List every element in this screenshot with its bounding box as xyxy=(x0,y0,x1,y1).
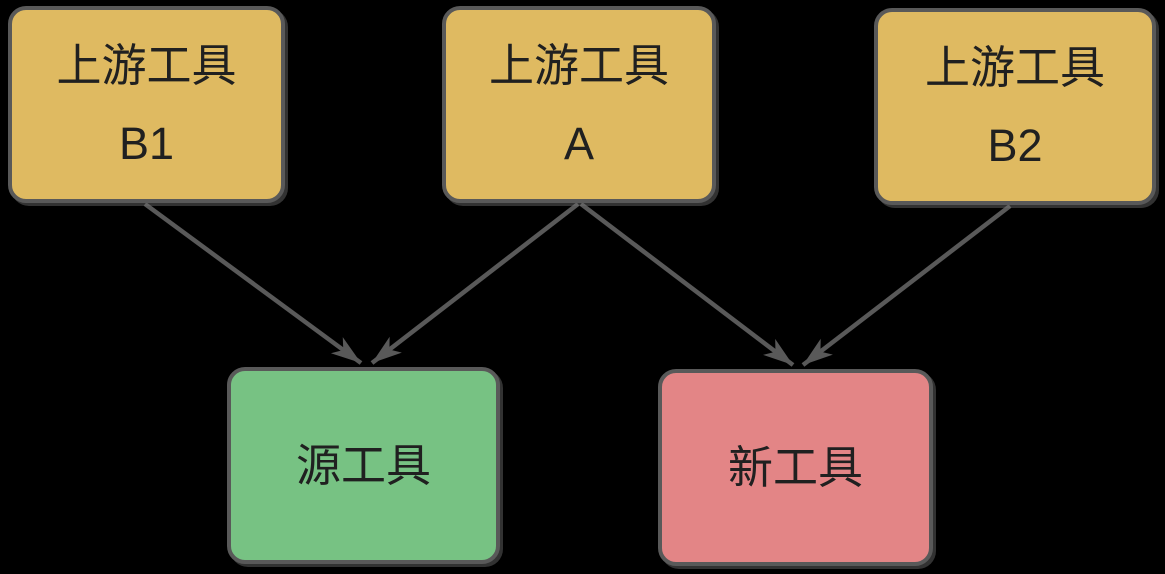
arrow-b1-to-source xyxy=(143,202,363,365)
node-upstream-b1[interactable]: 上游工具 B1 xyxy=(8,6,285,203)
arrow-a-to-source xyxy=(370,202,580,365)
node-title: 源工具 xyxy=(295,439,431,491)
arrow-a-to-new xyxy=(579,202,795,367)
node-title: 上游工具 xyxy=(924,41,1105,93)
node-new-tool[interactable]: 新工具 xyxy=(658,369,933,566)
node-title: 上游工具 xyxy=(488,39,669,91)
node-upstream-b2[interactable]: 上游工具 B2 xyxy=(874,8,1156,205)
node-source-tool[interactable]: 源工具 xyxy=(227,367,500,564)
arrow-b2-to-new xyxy=(801,204,1012,367)
node-title: 上游工具 xyxy=(56,39,237,91)
node-subtitle: A xyxy=(563,117,594,169)
node-subtitle: B2 xyxy=(987,119,1043,171)
node-title: 新工具 xyxy=(727,441,863,493)
node-upstream-a[interactable]: 上游工具 A xyxy=(442,6,716,203)
node-subtitle: B1 xyxy=(118,117,175,169)
